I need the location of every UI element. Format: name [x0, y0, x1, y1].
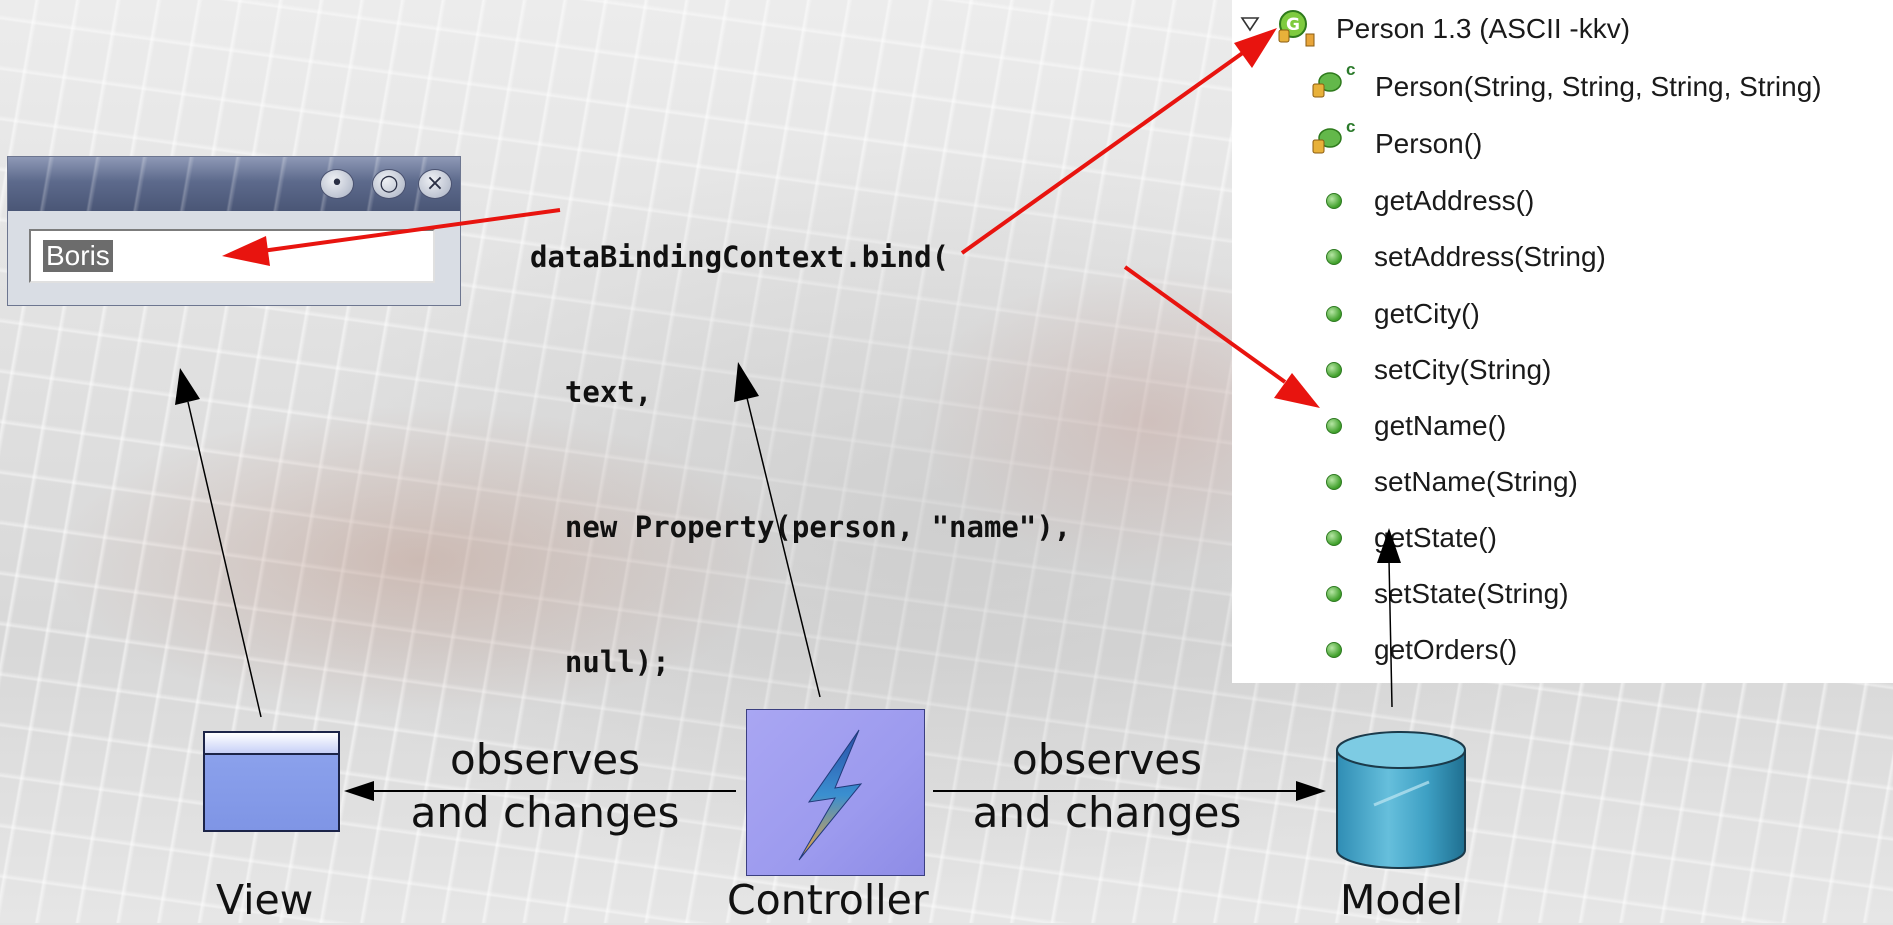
arrow-view-to-window — [175, 368, 262, 718]
constructor-marker: c — [1346, 60, 1356, 79]
outline-member[interactable]: setState(String) — [1374, 578, 1569, 609]
arrow-model-to-outline — [1377, 528, 1401, 708]
public-method-icon — [1326, 193, 1342, 209]
outline-panel: G Person 1.3 (ASCII -kkv) c Person(Strin… — [1232, 0, 1893, 683]
public-method-icon — [1326, 474, 1342, 490]
left-edge-label-line2: and changes — [410, 788, 680, 837]
outline-member[interactable]: setCity(String) — [1374, 354, 1552, 385]
public-method-icon — [1326, 586, 1342, 602]
outline-member[interactable]: setAddress(String) — [1374, 241, 1606, 272]
outline-member[interactable]: getAddress() — [1374, 185, 1535, 216]
constructor-icon — [1312, 128, 1342, 154]
outline-member[interactable]: getCity() — [1374, 298, 1480, 329]
arrow-controller-to-view — [344, 781, 736, 801]
code-line: new Property(person, "name"), — [530, 510, 1072, 544]
database-cylinder-icon — [1336, 731, 1466, 869]
outline-member[interactable]: Person() — [1375, 128, 1483, 159]
outline-member[interactable]: getName() — [1374, 410, 1507, 441]
maximize-icon[interactable]: ○ — [372, 169, 406, 199]
view-window-icon — [203, 731, 340, 832]
outline-member[interactable]: getOrders() — [1374, 634, 1518, 665]
public-method-icon — [1326, 530, 1342, 546]
public-method-icon — [1326, 418, 1342, 434]
outline-member[interactable]: Person(String, String, String, String) — [1375, 71, 1822, 102]
constructor-marker: c — [1346, 117, 1356, 136]
public-method-icon — [1326, 249, 1342, 265]
right-edge-label-line2: and changes — [972, 788, 1242, 837]
code-line: null); — [530, 645, 670, 679]
red-arrow-to-person-class — [960, 28, 1277, 255]
arrow-controller-to-code — [734, 362, 821, 698]
name-field-value: Boris — [43, 240, 113, 272]
lightning-icon — [798, 729, 863, 861]
code-line: text, — [530, 375, 653, 409]
red-arrow-to-text-field — [222, 208, 561, 266]
model-label: Model — [1340, 876, 1464, 924]
minimize-icon[interactable]: • — [320, 169, 354, 199]
binding-code: dataBindingContext.bind( text, new Prope… — [530, 145, 1071, 730]
outline-class-label[interactable]: Person 1.3 (ASCII -kkv) — [1336, 13, 1631, 44]
view-label: View — [216, 876, 314, 924]
controller-box — [746, 709, 925, 876]
public-method-icon — [1326, 642, 1342, 658]
window-titlebar[interactable]: • ○ × — [8, 157, 460, 211]
class-icon: G — [1278, 10, 1315, 47]
svg-text:G: G — [1286, 15, 1300, 35]
code-line: dataBindingContext.bind( — [530, 240, 950, 274]
controller-label: Controller — [727, 876, 929, 924]
arrow-controller-to-model — [933, 781, 1326, 801]
close-icon[interactable]: × — [418, 169, 452, 199]
view-window-titlebar — [205, 733, 338, 755]
right-edge-label-line1: observes — [1012, 735, 1202, 784]
public-method-icon — [1326, 362, 1342, 378]
left-edge-label-line1: observes — [450, 735, 640, 784]
outline-member[interactable]: setName(String) — [1374, 466, 1578, 497]
constructor-icon — [1312, 72, 1342, 98]
red-arrow-to-getname — [1123, 265, 1320, 408]
public-method-icon — [1326, 306, 1342, 322]
collapse-triangle-icon[interactable] — [1240, 16, 1260, 32]
